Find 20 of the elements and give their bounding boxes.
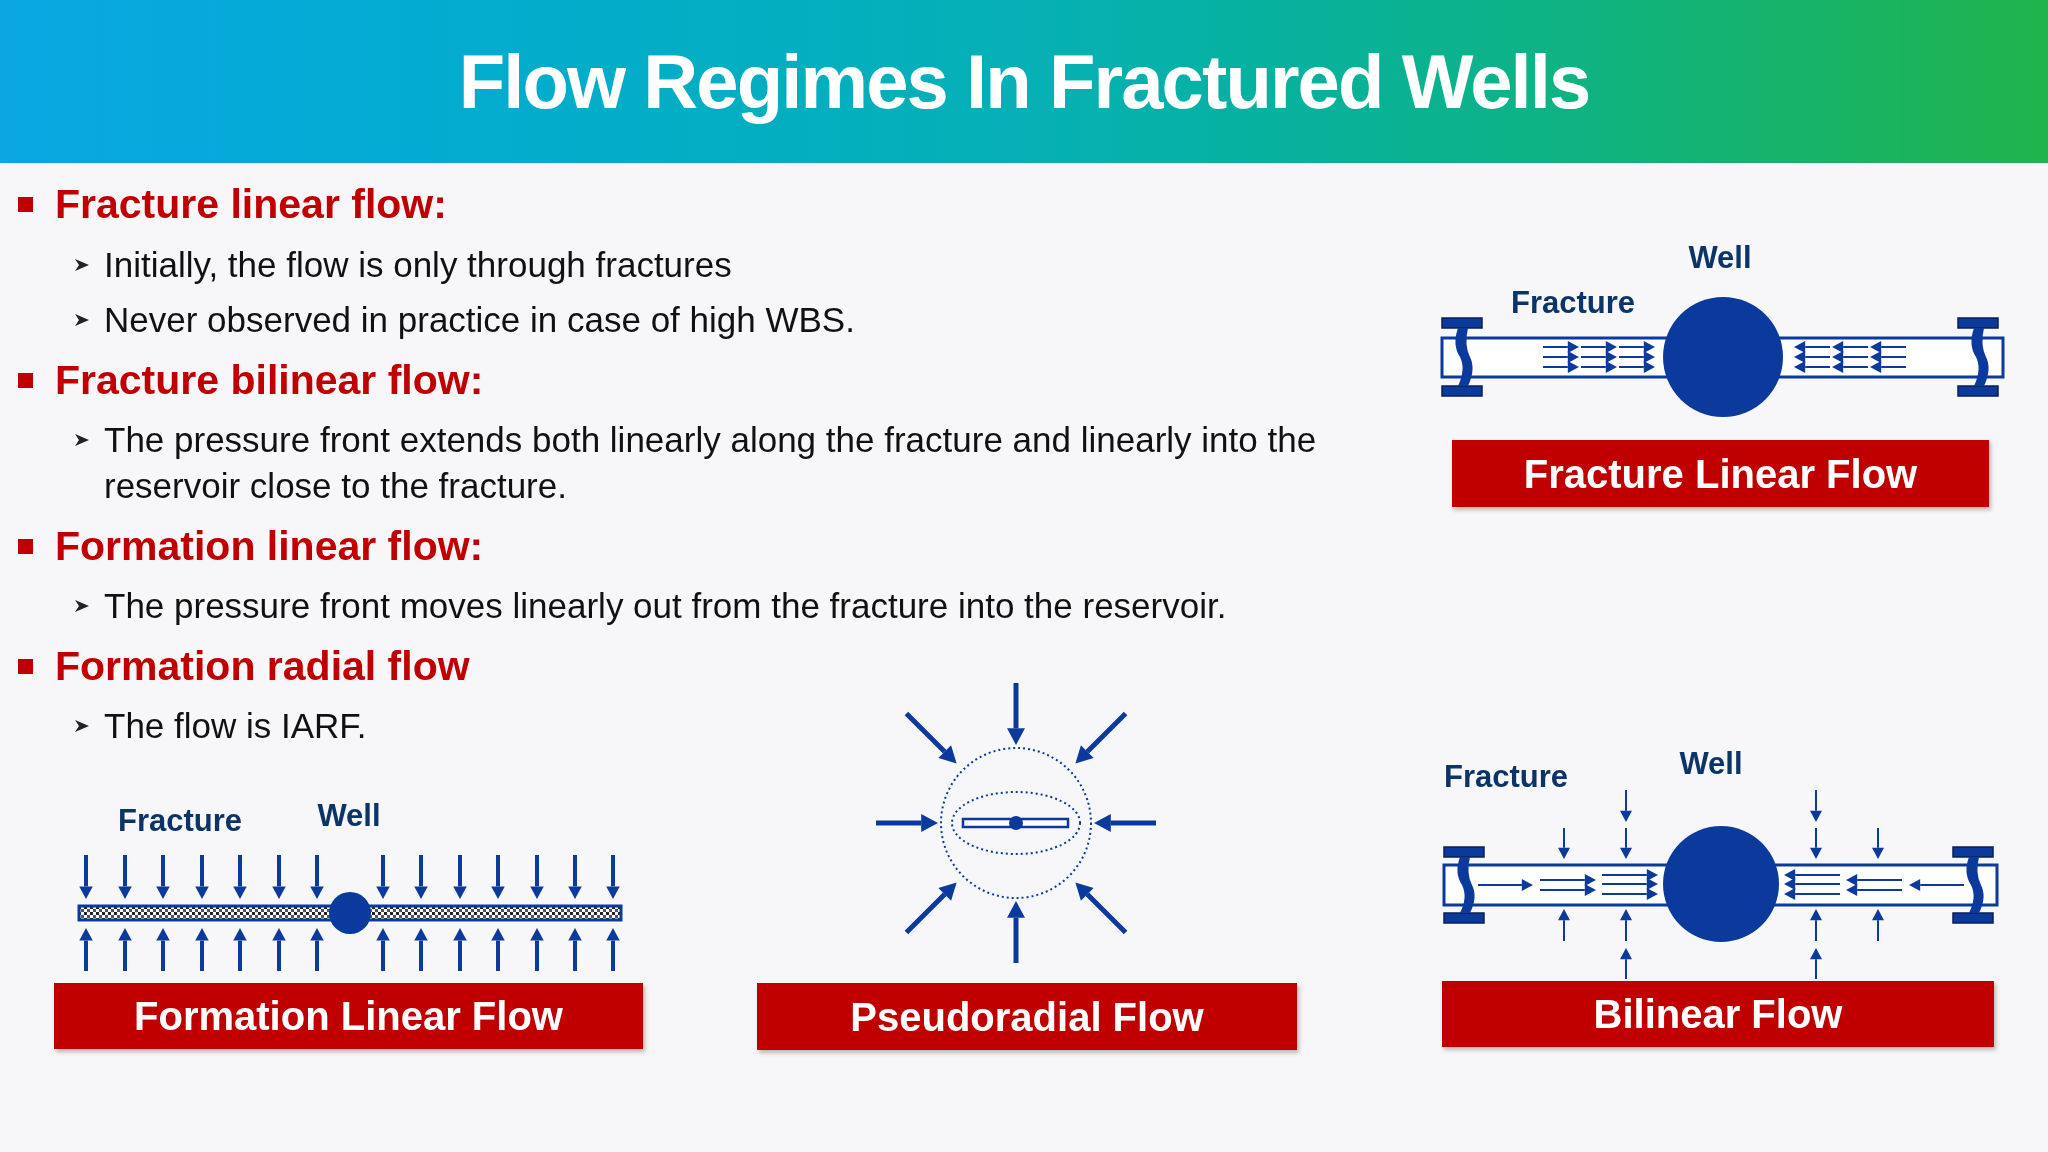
bullet-text: The flow is IARF. — [104, 705, 367, 747]
bullet-text: The pressure front extends both linearly along the fracture and linearly into the reservoir close to the fracture. — [104, 419, 1318, 507]
section-heading: Fracture bilinear flow: — [55, 356, 484, 405]
section-heading: Formation radial flow — [55, 642, 470, 691]
diagram-label: Fracture — [1511, 283, 1635, 322]
bullet-text: Initially, the flow is only through fractures — [104, 244, 732, 286]
section-heading: Formation linear flow: — [55, 522, 484, 571]
caption-bar: Pseudoradial Flow — [757, 983, 1297, 1050]
diagram-label: Well — [1688, 238, 1752, 277]
diagram-label: Fracture — [118, 801, 242, 840]
caption-bar: Bilinear Flow — [1442, 981, 1994, 1047]
diagram-label: Fracture — [1444, 757, 1568, 796]
bullet-text: Never observed in practice in case of high WBS. — [104, 299, 855, 341]
title: Flow Regimes In Fractured Wells — [458, 37, 1590, 126]
diagram-label: Well — [1679, 744, 1743, 783]
caption-bar: Fracture Linear Flow — [1452, 440, 1989, 507]
diagram-label: Well — [317, 796, 381, 835]
caption-bar: Formation Linear Flow — [54, 983, 643, 1049]
section-heading: Fracture linear flow: — [55, 180, 447, 229]
bullet-text: The pressure front moves linearly out from the fracture into the reservoir. — [104, 585, 1227, 627]
